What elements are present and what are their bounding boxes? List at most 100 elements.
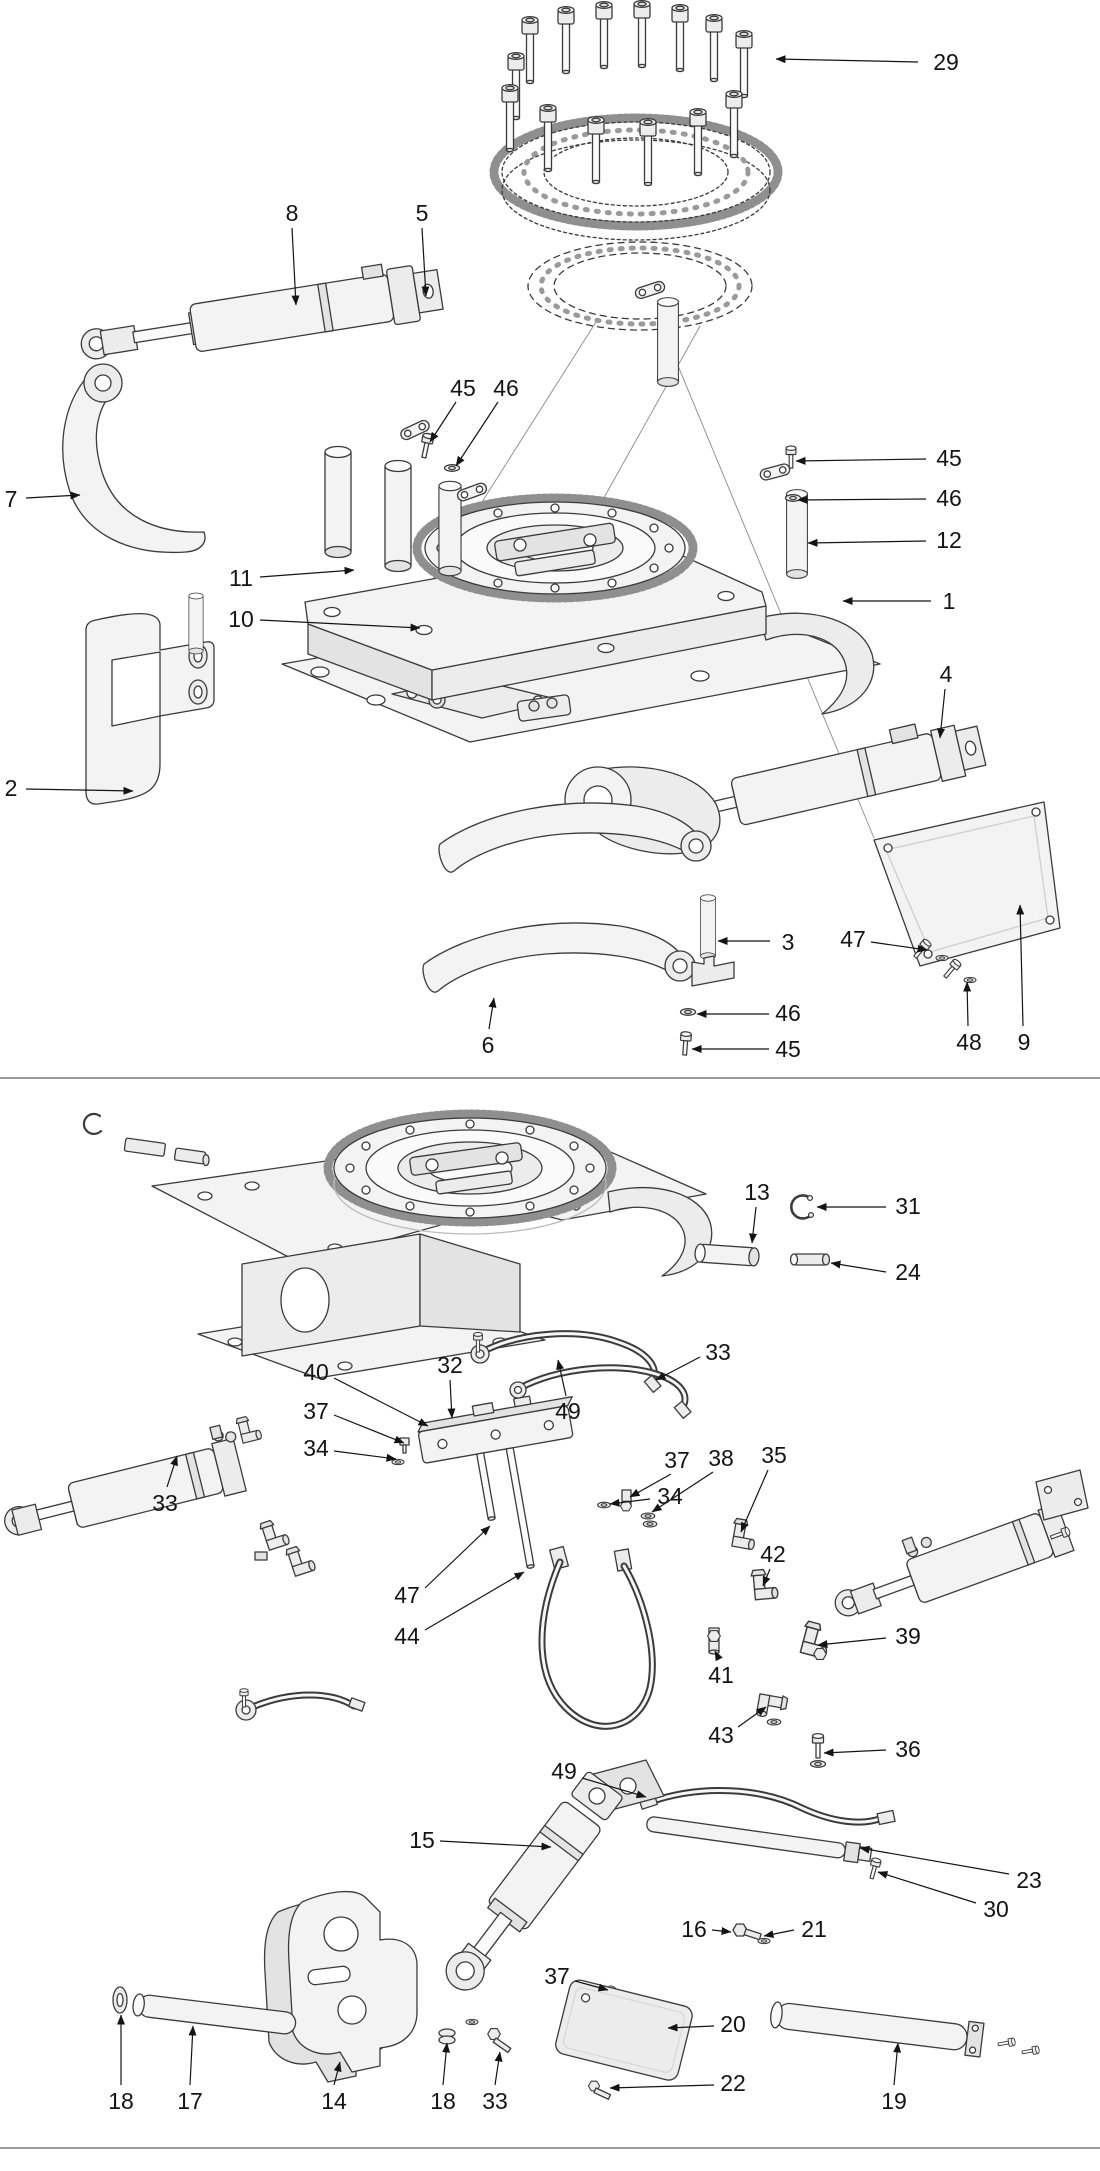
callout-label: 38 (708, 1445, 734, 1471)
callout-38-32: 38 (651, 1445, 734, 1513)
callout-label: 15 (409, 1827, 435, 1853)
leader-line (740, 1469, 769, 1533)
pin-and-clip-left (82, 1112, 210, 1167)
callout-label: 47 (840, 926, 866, 952)
callout-49-42: 49 (551, 1758, 647, 1799)
leader-line (455, 401, 499, 467)
lower-exploded-view (4, 1109, 1089, 2100)
leader-line (817, 1637, 887, 1649)
callout-46-4: 46 (455, 375, 519, 467)
callout-label: 10 (228, 606, 254, 632)
leader-line (25, 491, 81, 500)
callout-41-37: 41 (708, 1650, 734, 1688)
leader-line (609, 1498, 651, 1507)
screw-washer-lower-45-46 (678, 1008, 697, 1056)
callout-45-3: 45 (429, 375, 476, 443)
leader-line (333, 1450, 397, 1462)
leader-line (447, 1379, 456, 1419)
cylinder-part-15 (445, 1771, 623, 1991)
leader-line (556, 1359, 567, 1397)
callout-47-15: 47 (840, 926, 928, 953)
tube-part-19 (770, 2001, 985, 2058)
callout-label: 49 (551, 1758, 577, 1784)
callout-2-12: 2 (5, 775, 134, 801)
callout-5-2: 5 (416, 200, 430, 297)
slewing-ring-bottom (323, 1109, 617, 1235)
leader-line (494, 2051, 503, 2086)
bracket-part-14 (263, 1890, 418, 2083)
leader-line (667, 2023, 715, 2032)
piston-rod-part-23 (646, 1816, 873, 1864)
leader-line (442, 2042, 451, 2086)
leader-line (424, 1525, 491, 1589)
callout-30-45: 30 (877, 1871, 1009, 1922)
callout-label: 7 (5, 486, 18, 512)
leader-line (333, 1377, 429, 1427)
leader-line (870, 941, 928, 953)
callout-3-14: 3 (717, 929, 794, 955)
swing-arm-part-7 (62, 363, 206, 554)
callout-label: 42 (760, 1541, 786, 1567)
leader-line (749, 1206, 758, 1244)
callout-37-25: 37 (303, 1398, 405, 1444)
circlip-part-31 (790, 1194, 815, 1220)
callout-label: 1 (943, 588, 956, 614)
callout-33-28: 33 (152, 1455, 178, 1516)
pin-part-24 (789, 1253, 831, 1266)
callout-7-9: 7 (5, 486, 81, 512)
lower-arms-part-6 (422, 802, 712, 993)
slewing-ring-top (412, 493, 698, 603)
pin-part-17 (132, 1993, 297, 2035)
callout-35-33: 35 (740, 1442, 787, 1533)
callout-43-38: 43 (708, 1706, 767, 1748)
leader-line (877, 1871, 977, 1904)
callout-18-52: 18 (108, 2014, 134, 2114)
callout-45-5: 45 (795, 445, 962, 471)
hose-lower-49 (638, 1787, 896, 1826)
callout-19-51: 19 (881, 2042, 907, 2114)
upper-exploded-view (62, 0, 1061, 1056)
callout-33-30: 33 (655, 1339, 731, 1381)
callout-29-0: 29 (775, 49, 959, 75)
callout-47-40: 47 (394, 1525, 491, 1608)
callout-label: 39 (895, 1623, 921, 1649)
callout-label: 24 (895, 1259, 921, 1285)
callout-label: 44 (394, 1623, 420, 1649)
callout-label: 48 (956, 1029, 982, 1055)
callout-label: 6 (482, 1032, 495, 1058)
callout-label: 30 (983, 1896, 1009, 1922)
callout-label: 23 (1016, 1867, 1042, 1893)
callout-label: 4 (940, 661, 953, 687)
leader-line (629, 1473, 672, 1498)
callout-label: 34 (303, 1435, 329, 1461)
callout-39-36: 39 (817, 1623, 921, 1649)
callout-label: 17 (177, 2088, 203, 2114)
callout-label: 8 (286, 200, 299, 226)
callout-37-48: 37 (544, 1963, 609, 1992)
leader-line (893, 2042, 902, 2086)
callout-label: 37 (664, 1447, 690, 1473)
callout-label: 18 (430, 2088, 456, 2114)
leader-line (1016, 904, 1025, 1027)
callout-13-21: 13 (744, 1179, 770, 1244)
callout-44-41: 44 (394, 1571, 525, 1649)
fastener-cluster-18-33-37 (438, 1984, 619, 2054)
leader-line (25, 786, 134, 795)
callout-1-8: 1 (842, 588, 956, 614)
callout-33-56: 33 (482, 2051, 508, 2114)
callout-label: 45 (450, 375, 476, 401)
leader-line (775, 55, 919, 64)
callout-22-50: 22 (609, 2070, 746, 2096)
callout-label: 46 (493, 375, 519, 401)
callout-42-35: 42 (760, 1541, 786, 1587)
cover-plate-part-9 (873, 801, 1061, 967)
callout-48-19: 48 (956, 981, 982, 1055)
lower-housing (197, 1233, 546, 1379)
leader-line (259, 619, 421, 632)
callout-label: 9 (1018, 1029, 1031, 1055)
callout-label: 37 (303, 1398, 329, 1424)
callout-label: 35 (761, 1442, 787, 1468)
callout-34-26: 34 (303, 1435, 397, 1462)
